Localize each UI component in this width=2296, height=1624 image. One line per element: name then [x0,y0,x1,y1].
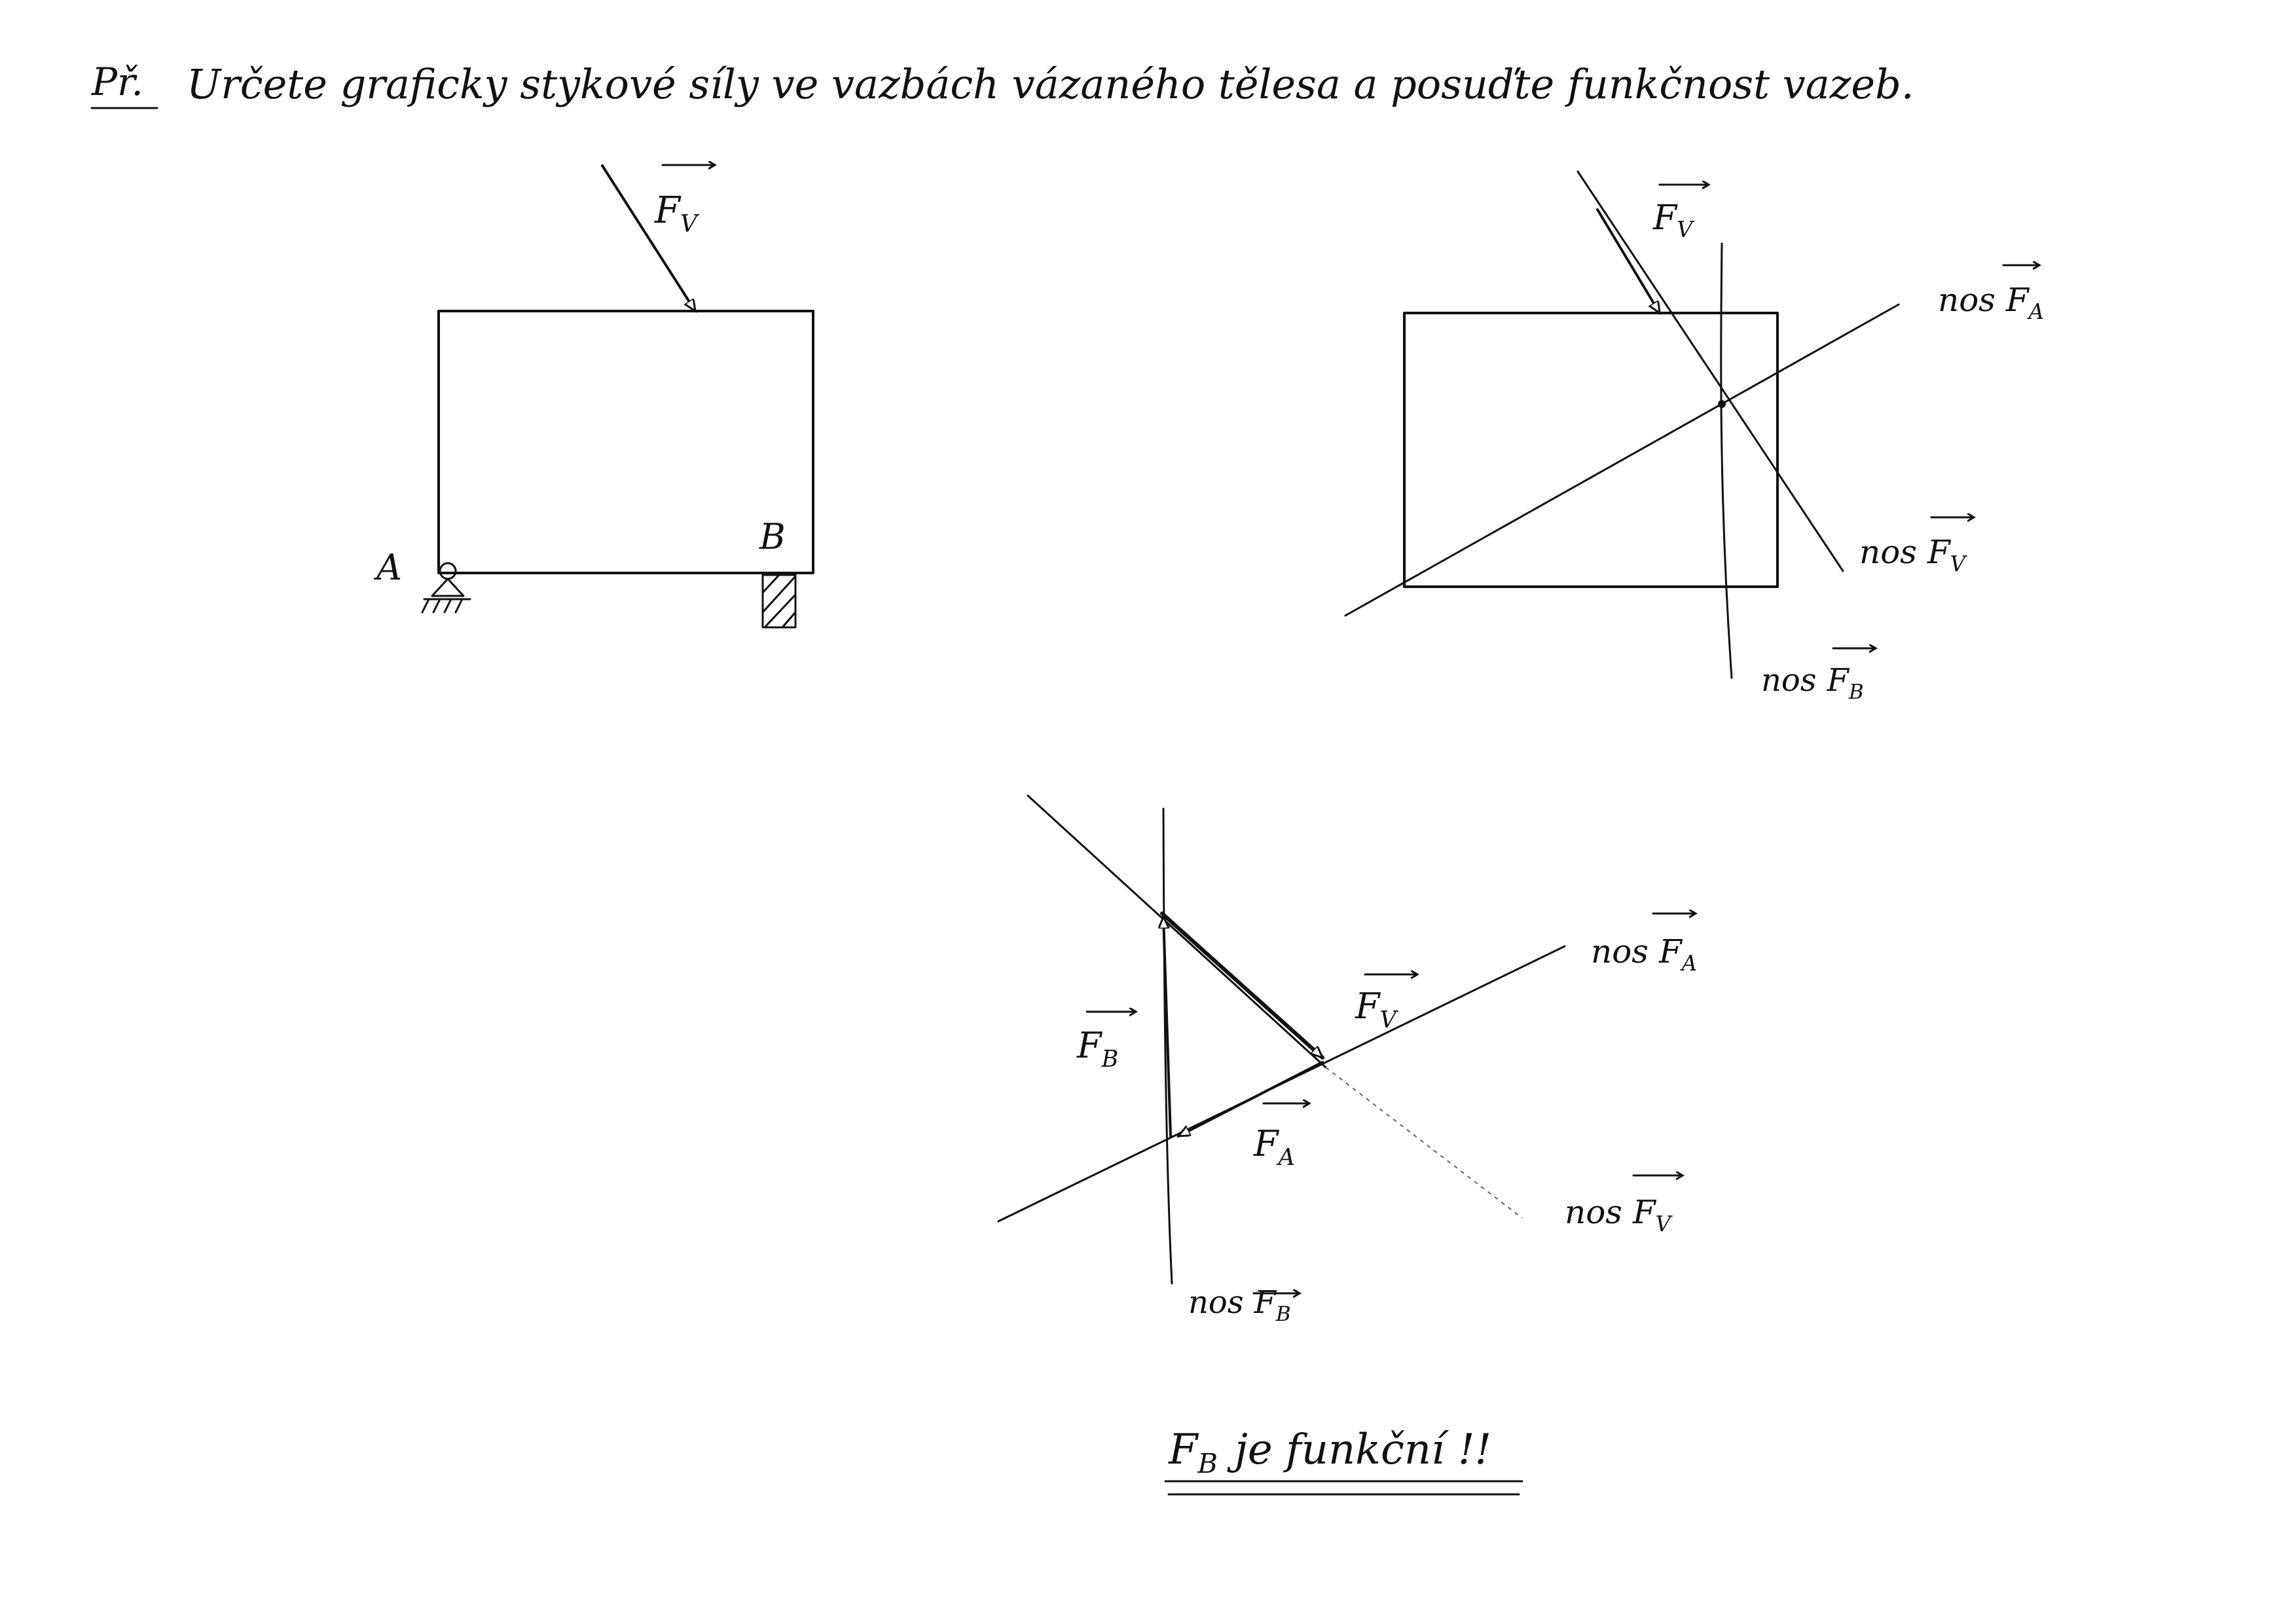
support-a-pin [421,562,471,614]
lines-intersection [1718,400,1726,408]
triangle-line-b [1162,807,1173,1285]
support-b-label: B [759,516,786,557]
body-rectangle-2 [1403,312,1779,588]
support-a-label: A [373,547,402,588]
task-prefix: Př. [91,60,143,104]
support-b-block [761,574,797,629]
figure-body-supports: FV A B [373,164,814,629]
svg-text:FV: FV [1355,986,1398,1033]
triangle-force-b [1163,917,1172,1137]
force-v-label: FV [654,165,715,238]
task-text: Určete graficky stykové síly ve vazbách … [187,60,1914,108]
triangle-force-a [1178,1061,1324,1137]
triangle-fb-label: FB [1076,1012,1136,1073]
line-of-action-a [1344,303,1900,617]
triangle-fa-label: FA [1253,1103,1309,1171]
svg-text:FA: FA [1253,1123,1295,1171]
force-v-arrow-2 [1596,208,1661,313]
triangle-line-v-dashed [1325,1067,1523,1219]
body-rectangle [437,310,814,574]
svg-text:FV: FV [1652,198,1695,242]
force-v-label-2: FV [1652,185,1709,242]
svg-text:FB: FB [1076,1025,1118,1073]
force-v-arrow [601,164,697,311]
line-of-action-b [1720,242,1733,679]
triangle-fv-label: FV [1355,974,1417,1033]
line-of-action-v [1576,170,1844,572]
svg-text:FV: FV [654,189,700,238]
triangle-force-v [1160,912,1324,1060]
triangle-line-v [1027,794,1327,1069]
